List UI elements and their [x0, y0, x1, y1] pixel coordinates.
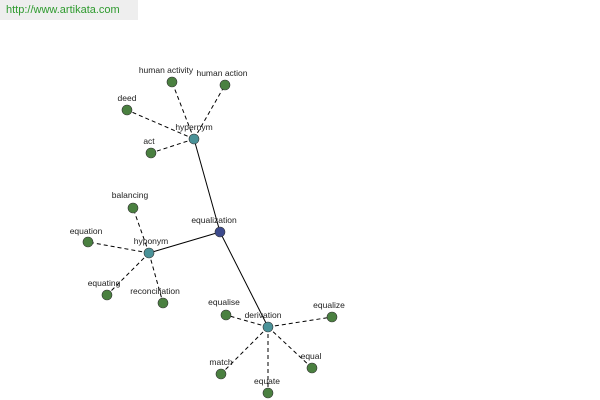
label-deed: deed	[118, 93, 137, 103]
edge-derivation-equal	[267, 326, 313, 369]
label-human-action: human action	[196, 68, 247, 78]
node-match[interactable]	[215, 368, 227, 380]
url-bar: http://www.artikata.com	[0, 0, 138, 20]
node-derivation[interactable]	[262, 321, 274, 333]
node-human-action[interactable]	[219, 79, 231, 91]
edge-hyponym-reconciliation	[148, 252, 164, 304]
label-match: match	[209, 357, 232, 367]
label-equal: equal	[301, 351, 322, 361]
label-human-activity: human activity	[139, 65, 194, 75]
edge-root-derivation	[219, 231, 269, 328]
node-equalize[interactable]	[326, 311, 338, 323]
edge-hypernym-act	[150, 138, 195, 154]
node-equal[interactable]	[306, 362, 318, 374]
node-equate[interactable]	[262, 387, 274, 399]
edge-hypernym-deed	[126, 109, 195, 140]
label-equation: equation	[70, 226, 103, 236]
node-equalise[interactable]	[220, 309, 232, 321]
label-equalize: equalize	[313, 300, 345, 310]
edge-derivation-equalise	[225, 314, 269, 328]
edge-derivation-equalize	[267, 316, 333, 328]
node-equation[interactable]	[82, 236, 94, 248]
node-human-activity[interactable]	[166, 76, 178, 88]
node-hyponym[interactable]	[143, 247, 155, 259]
edge-hypernym-human-activity	[171, 81, 195, 140]
label-equating: equating	[88, 278, 121, 288]
label-hypernym: hypernym	[175, 122, 212, 132]
node-reconciliation[interactable]	[157, 297, 169, 309]
edge-root-hyponym	[148, 231, 221, 254]
label-balancing: balancing	[112, 190, 149, 200]
edge-hyponym-balancing	[132, 207, 150, 254]
label-reconciliation: reconciliation	[130, 286, 180, 296]
site-link[interactable]: http://www.artikata.com	[6, 4, 120, 16]
label-hyponym: hyponym	[134, 236, 169, 246]
node-hypernym[interactable]	[188, 133, 200, 145]
node-equating[interactable]	[101, 289, 113, 301]
node-act[interactable]	[145, 147, 157, 159]
edge-hyponym-equating	[106, 252, 150, 296]
node-balancing[interactable]	[127, 202, 139, 214]
node-equalization[interactable]	[214, 226, 226, 238]
label-equalise: equalise	[208, 297, 240, 307]
edge-root-hypernym	[193, 138, 221, 233]
label-derivation: derivation	[245, 310, 282, 320]
label-equate: equate	[254, 376, 280, 386]
node-deed[interactable]	[121, 104, 133, 116]
label-act: act	[143, 136, 155, 146]
edge-hyponym-equation	[87, 241, 150, 254]
label-equalization: equalization	[191, 215, 237, 225]
edge-hypernym-human-action	[193, 84, 226, 140]
